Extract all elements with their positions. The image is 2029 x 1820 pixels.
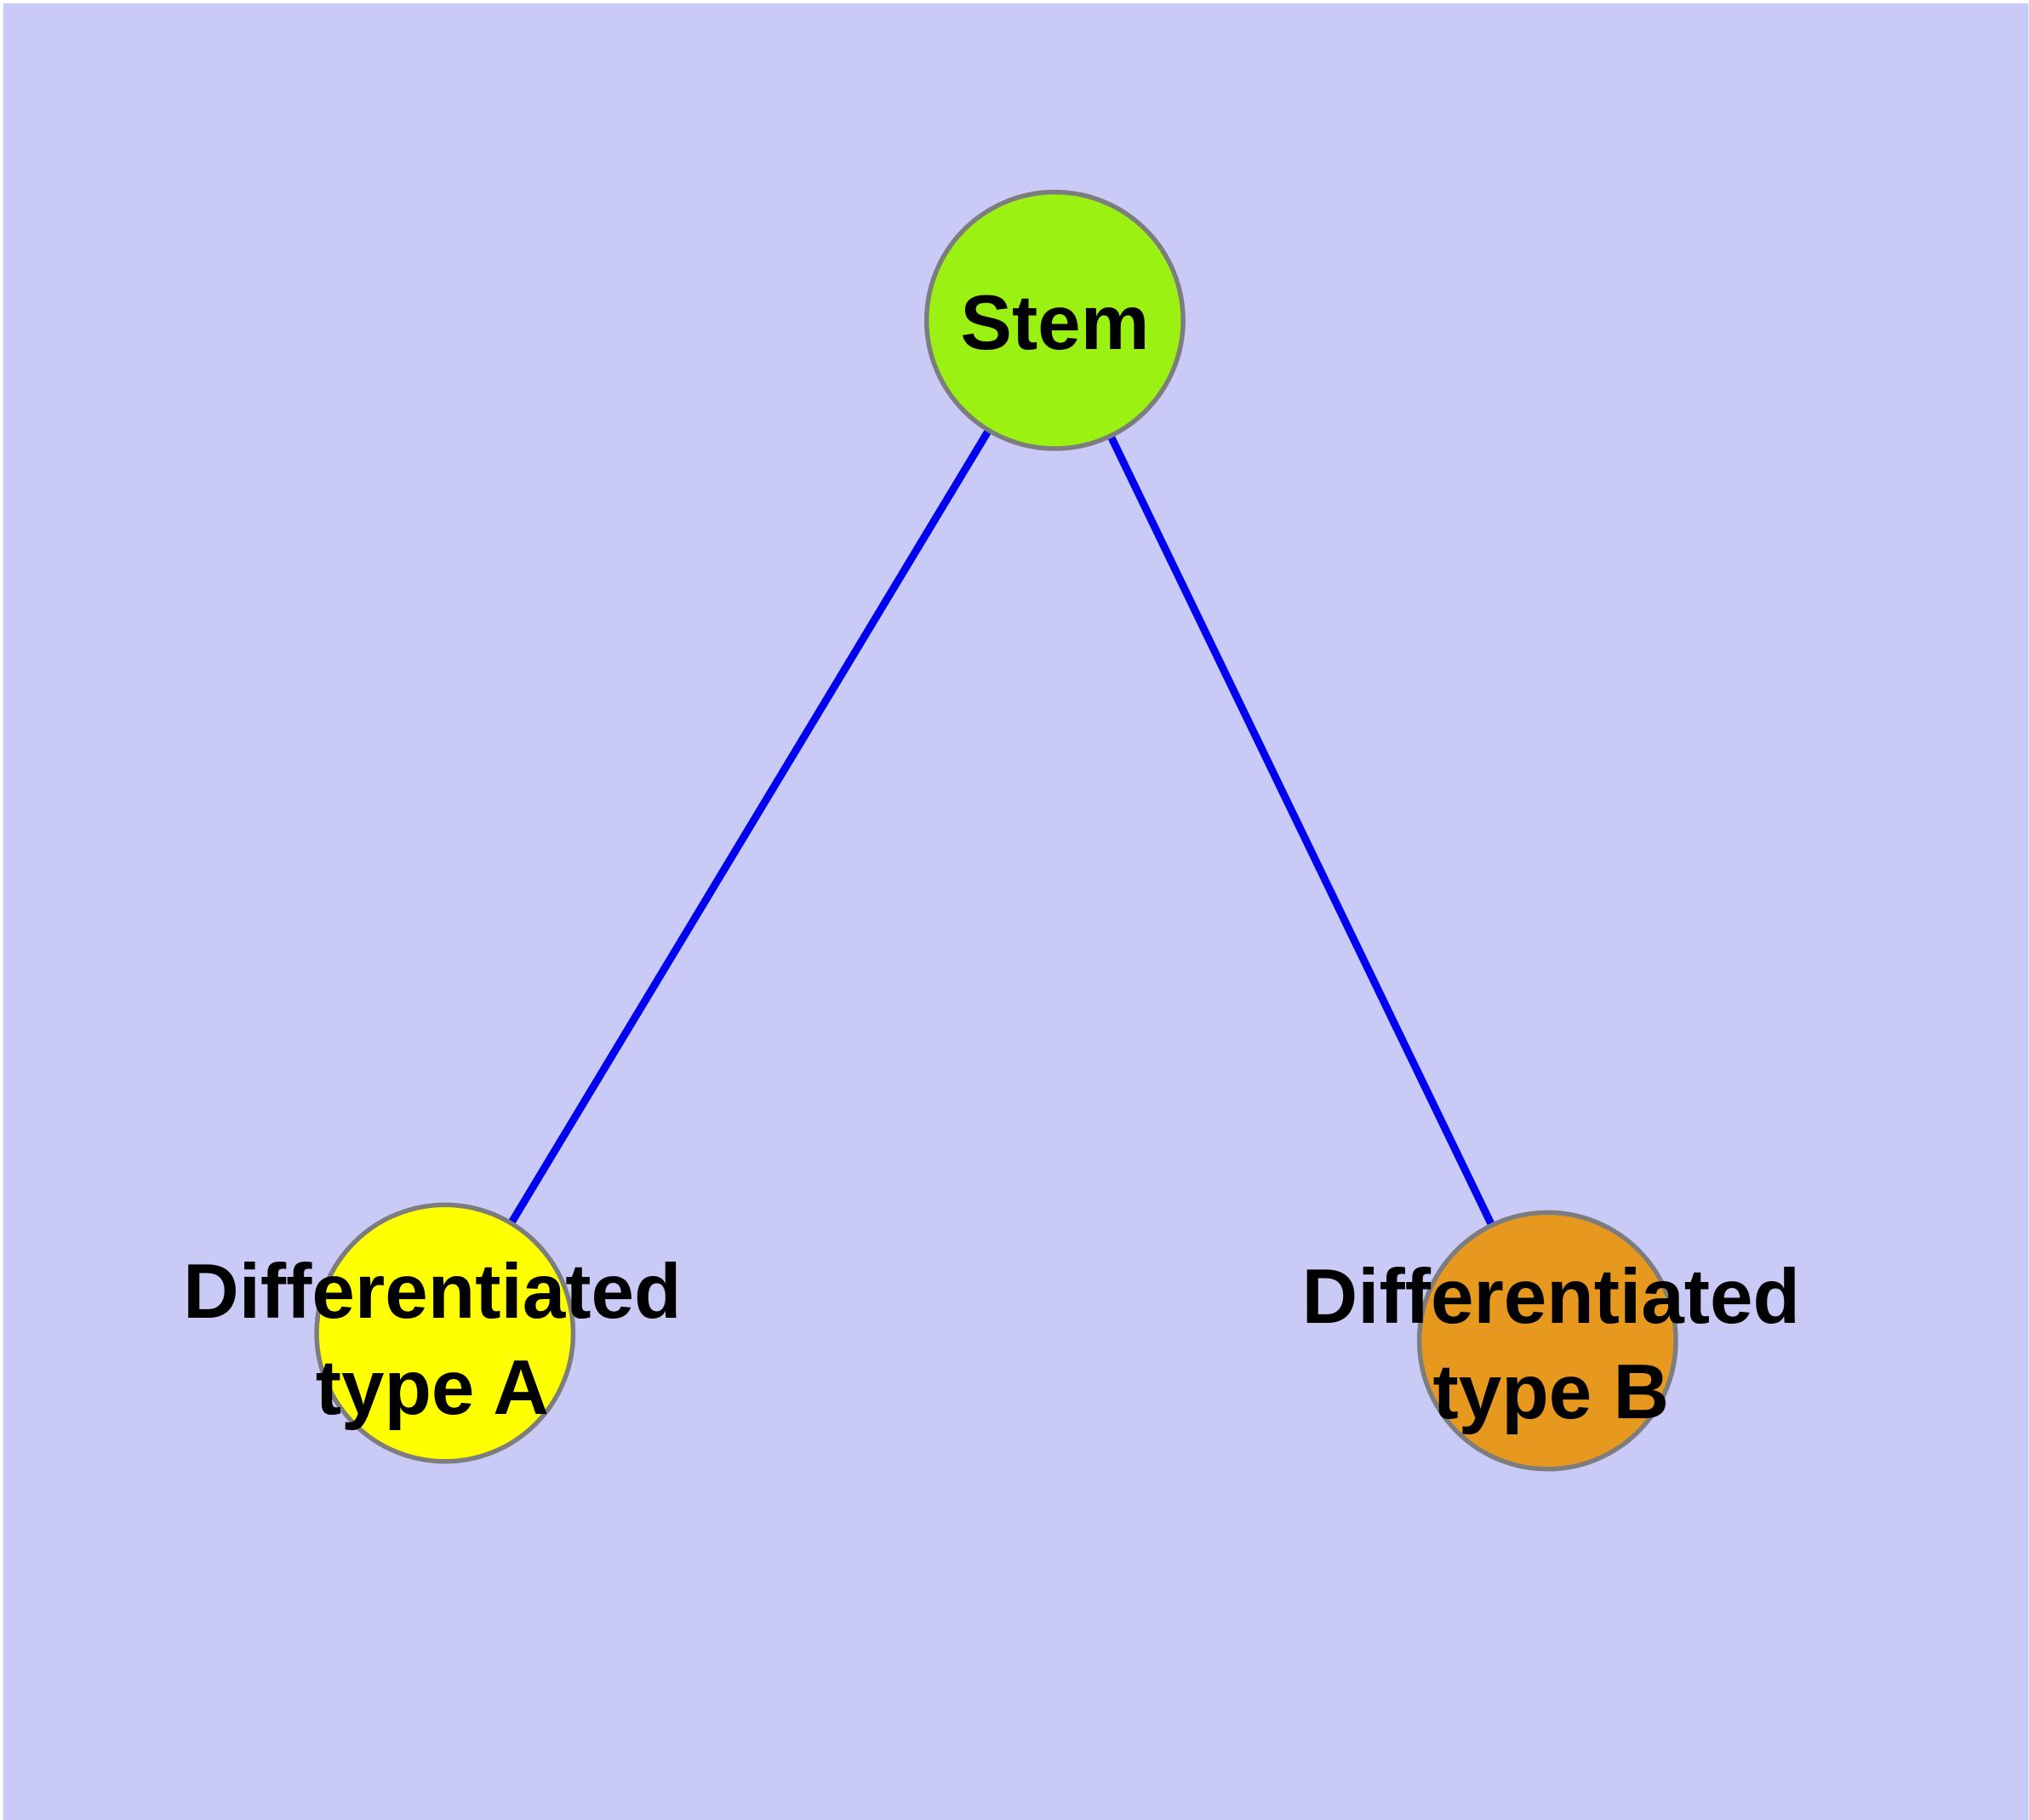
node-differentiated-type-a-label-line2: type A xyxy=(316,1345,549,1431)
node-differentiated-type-b-label-line2: type B xyxy=(1433,1349,1670,1435)
node-differentiated-type-b-label-line1: Differentiated xyxy=(1302,1254,1800,1340)
node-differentiated-type-b[interactable]: Differentiated type B xyxy=(1302,1210,1800,1472)
node-differentiated-type-a-circle[interactable] xyxy=(314,1202,576,1464)
edge-stem-to-differentiated-type-a xyxy=(441,318,1059,1336)
node-stem-label: Stem xyxy=(960,280,1149,366)
node-differentiated-type-b-circle[interactable] xyxy=(1416,1210,1678,1472)
node-stem-circle[interactable] xyxy=(923,189,1186,451)
node-differentiated-type-a-label-line1: Differentiated xyxy=(183,1249,681,1335)
graph-canvas: Stem Differentiated type A Differentiate… xyxy=(3,3,2029,1820)
node-stem[interactable]: Stem xyxy=(923,189,1186,451)
node-differentiated-type-a[interactable]: Differentiated type A xyxy=(183,1202,681,1464)
edge-stem-to-differentiated-type-b xyxy=(1051,318,1552,1343)
